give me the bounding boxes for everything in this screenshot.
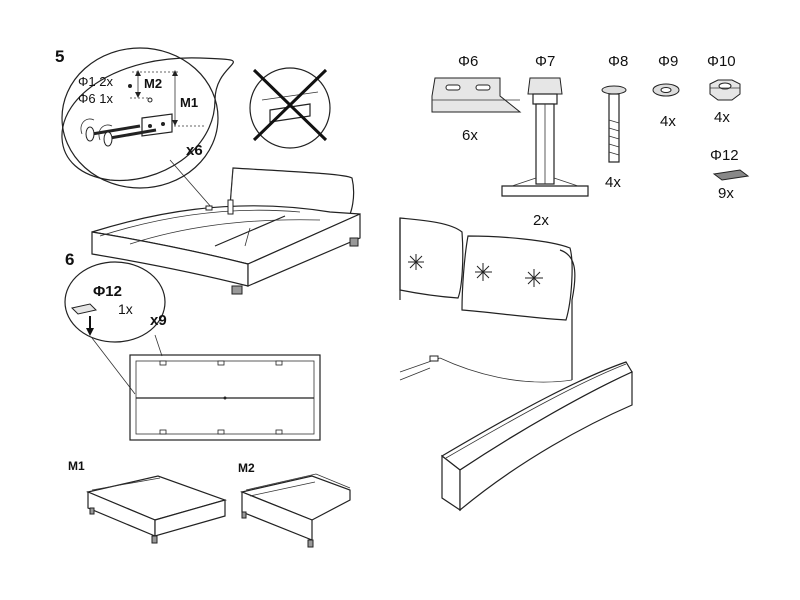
step-6-callout: Φ12 1x — [64, 261, 166, 343]
callout-line-phi1: Φ1 2x — [78, 74, 113, 89]
mode-m1-label: M1 — [68, 459, 85, 473]
nut-icon — [709, 79, 741, 101]
part-label-phi7: Φ7 — [535, 53, 555, 70]
part-qty-phi12: 9x — [718, 185, 734, 202]
washer-icon — [652, 83, 680, 97]
callout-qty: 1x — [118, 301, 133, 317]
step-6-number: 6 — [65, 250, 74, 269]
part-qty-phi9: 4x — [660, 113, 676, 130]
screw-icon — [103, 128, 157, 147]
mattress-mode-m2 — [239, 473, 351, 548]
wrong-orientation-icon — [249, 67, 331, 149]
tufting-icon — [408, 254, 543, 287]
part-qty-phi7: 2x — [533, 212, 549, 229]
callout-m2-label: M2 — [144, 76, 162, 91]
callout-m1-label: M1 — [180, 95, 198, 110]
pad-icon — [71, 303, 97, 315]
step-6-multiplier: x9 — [150, 312, 167, 329]
step-5-multiplier: x6 — [186, 142, 203, 159]
step-5-number: 5 — [55, 47, 64, 66]
part-label-phi6: Φ6 — [458, 53, 478, 70]
bracket-icon — [431, 77, 522, 113]
mattress-mode-m1 — [86, 475, 227, 544]
callout-line-phi6: Φ6 1x — [78, 91, 113, 106]
support-leg-icon — [501, 77, 589, 197]
part-label-phi9: Φ9 — [658, 53, 678, 70]
part-label-phi10: Φ10 — [707, 53, 736, 70]
part-label-phi12: Φ12 — [710, 147, 739, 164]
screw-icon — [85, 124, 141, 142]
callout-part-phi12: Φ12 — [93, 283, 122, 300]
part-label-phi8: Φ8 — [608, 53, 628, 70]
bracket-icon — [429, 355, 439, 362]
bed-frame-step5 — [91, 167, 361, 295]
bed-headboard-closeup — [399, 217, 633, 512]
part-qty-phi8: 4x — [605, 174, 621, 191]
part-qty-phi6: 6x — [462, 127, 478, 144]
felt-pad-icon — [712, 169, 750, 181]
bed-frame-top-view — [129, 354, 321, 441]
step-5-callout: Φ1 2x Φ6 1x M2 M1 — [61, 47, 234, 189]
bolt-icon — [601, 85, 627, 163]
part-qty-phi10: 4x — [714, 109, 730, 126]
mode-m2-label: M2 — [238, 461, 255, 475]
